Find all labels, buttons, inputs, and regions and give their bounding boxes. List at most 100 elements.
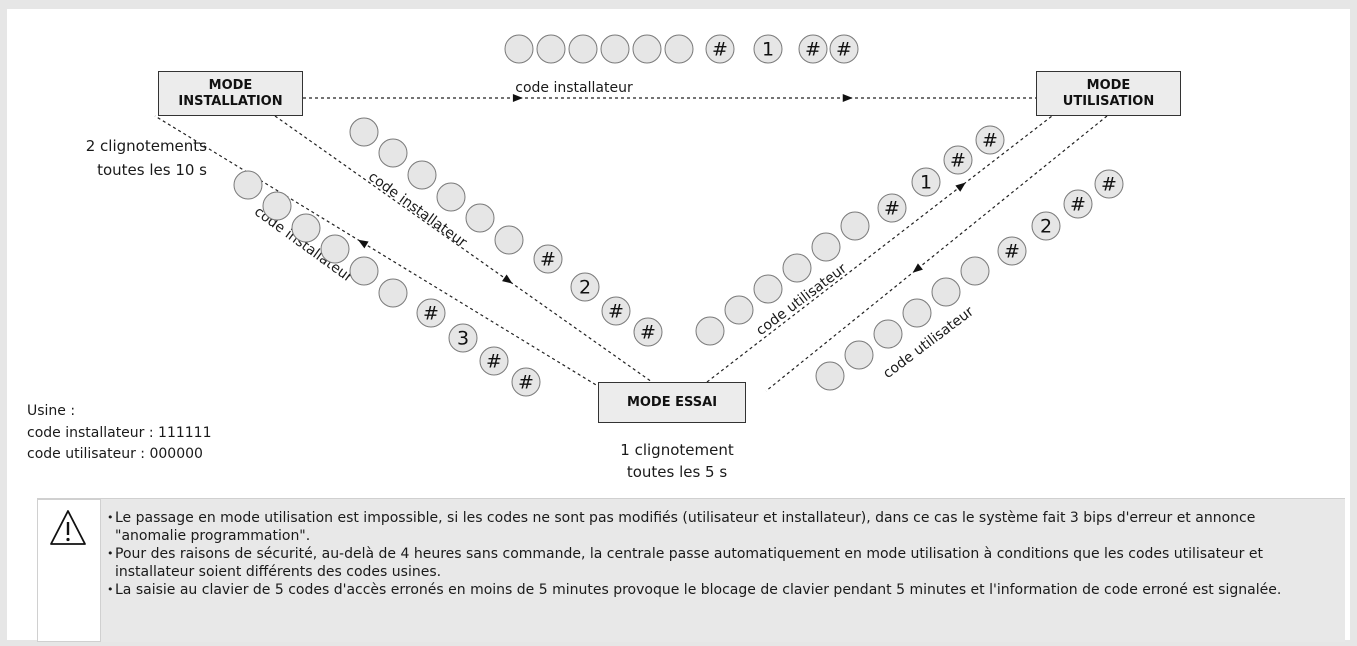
mode-essai-label: MODE ESSAI xyxy=(626,394,718,410)
essai-to-util-connector xyxy=(706,115,1053,383)
code-digit-key xyxy=(844,340,874,370)
top-connector-arrow-icon xyxy=(512,94,523,102)
top-connector-arrow-icon xyxy=(842,94,853,102)
svg-text:#: # xyxy=(423,303,439,325)
hash-key-icon: # xyxy=(975,125,1005,155)
digit-key-2: 2 xyxy=(570,272,600,302)
mode-essai-box: MODE ESSAI xyxy=(598,382,746,423)
mode-utilisation-label-line1: MODE xyxy=(1086,77,1131,93)
factory-title: Usine : xyxy=(27,403,76,419)
svg-text:#: # xyxy=(836,39,852,61)
svg-text:#: # xyxy=(540,249,556,271)
essai-blink-note: 1 clignotement toutes les 5 s xyxy=(597,439,757,483)
code-digit-key xyxy=(465,203,495,233)
essai-blink-line1: 1 clignotement xyxy=(620,441,734,459)
code-digit-key xyxy=(536,34,566,64)
svg-text:#: # xyxy=(640,322,656,344)
hash-key-icon: # xyxy=(633,317,663,347)
svg-text:1: 1 xyxy=(762,39,774,61)
svg-text:3: 3 xyxy=(457,328,469,350)
code-digit-key xyxy=(873,319,903,349)
code-digit-key xyxy=(349,256,379,286)
svg-text:#: # xyxy=(982,130,998,152)
hash-key-icon: # xyxy=(997,236,1027,266)
essai-to-util-connector-arrow-icon xyxy=(955,182,966,192)
code-digit-key xyxy=(600,34,630,64)
code-digit-key xyxy=(378,278,408,308)
mode-utilisation-label-line2: UTILISATION xyxy=(1062,93,1155,109)
code-digit-key xyxy=(902,298,932,328)
hash-key-icon: # xyxy=(416,298,446,328)
warning-icon-cell xyxy=(37,499,101,642)
essai-to-install-connector xyxy=(154,115,607,392)
warning-panel: Le passage en mode utilisation est impos… xyxy=(37,498,1345,642)
code-digit-key xyxy=(782,253,812,283)
code-digit-key xyxy=(504,34,534,64)
code-digit-key xyxy=(320,234,350,264)
hash-key-icon: # xyxy=(479,346,509,376)
hash-key-icon: # xyxy=(1063,189,1093,219)
warning-list: Le passage en mode utilisation est impos… xyxy=(107,509,1327,599)
hash-key-icon: # xyxy=(601,296,631,326)
svg-text:#: # xyxy=(1101,174,1117,196)
svg-text:#: # xyxy=(518,372,534,394)
svg-text:#: # xyxy=(950,150,966,172)
install-to-essai-connector xyxy=(274,115,653,383)
code-digit-key xyxy=(664,34,694,64)
code-digit-key xyxy=(815,361,845,391)
edge-label-top: code installateur xyxy=(515,80,633,96)
code-digit-key xyxy=(960,256,990,286)
hash-key-icon: # xyxy=(829,34,859,64)
installation-blink-note: 2 clignotements toutes les 10 s xyxy=(47,134,207,182)
factory-user-code: code utilisateur : 000000 xyxy=(27,446,203,462)
warning-item-2: Pour des raisons de sécurité, au-delà de… xyxy=(107,545,1327,581)
hash-key-icon: # xyxy=(533,244,563,274)
code-digit-key xyxy=(262,191,292,221)
svg-text:#: # xyxy=(805,39,821,61)
code-digit-key xyxy=(931,277,961,307)
svg-text:2: 2 xyxy=(579,277,591,299)
digit-key-1: 1 xyxy=(911,167,941,197)
installation-blink-line2: toutes les 10 s xyxy=(97,161,207,179)
code-digit-key xyxy=(840,211,870,241)
hash-key-icon: # xyxy=(877,193,907,223)
svg-text:#: # xyxy=(712,39,728,61)
digit-key-2: 2 xyxy=(1031,211,1061,241)
code-digit-key xyxy=(632,34,662,64)
code-digit-key xyxy=(568,34,598,64)
code-digit-key xyxy=(407,160,437,190)
mode-installation-label-line1: MODE xyxy=(208,77,253,93)
warning-triangle-icon xyxy=(50,510,86,545)
svg-text:1: 1 xyxy=(920,172,932,194)
digit-key-1: 1 xyxy=(753,34,783,64)
hash-key-icon: # xyxy=(943,145,973,175)
svg-text:2: 2 xyxy=(1040,216,1052,238)
code-digit-key xyxy=(233,170,263,200)
code-digit-key xyxy=(811,232,841,262)
code-digit-key xyxy=(436,182,466,212)
code-digit-key xyxy=(349,117,379,147)
util-to-essai-connector xyxy=(765,115,1108,392)
installation-blink-line1: 2 clignotements xyxy=(85,137,207,155)
hash-key-icon: # xyxy=(705,34,735,64)
code-digit-key xyxy=(291,213,321,243)
essai-blink-line2: toutes les 5 s xyxy=(626,463,728,481)
code-digit-key xyxy=(378,138,408,168)
code-digit-key xyxy=(724,295,754,325)
essai-to-install-connector-arrow-icon xyxy=(357,239,369,249)
digit-key-3: 3 xyxy=(448,323,478,353)
util-to-essai-connector-arrow-icon xyxy=(912,263,923,273)
mode-installation-label-line2: INSTALLATION xyxy=(178,93,283,109)
hash-key-icon: # xyxy=(511,367,541,397)
factory-installer-code: code installateur : 111111 xyxy=(27,424,212,441)
code-digit-key xyxy=(753,274,783,304)
code-digit-key xyxy=(695,316,725,346)
svg-text:#: # xyxy=(1004,241,1020,263)
hash-key-icon: # xyxy=(798,34,828,64)
hash-key-icon: # xyxy=(1094,169,1124,199)
install-to-essai-connector-arrow-icon xyxy=(502,274,513,284)
